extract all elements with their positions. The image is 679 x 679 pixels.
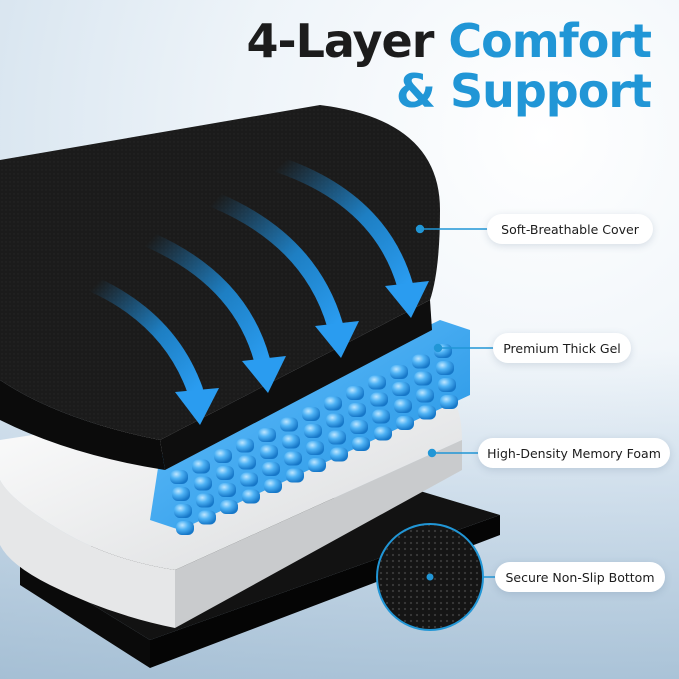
gel-cell — [372, 409, 390, 424]
gel-cell — [264, 479, 282, 493]
gel-cell — [414, 371, 432, 386]
gel-cell — [306, 441, 324, 455]
gel-cell — [348, 403, 366, 417]
label-soft-breathable-cover: Soft-Breathable Cover — [487, 214, 653, 244]
headline: 4-Layer Comfort & Support — [246, 14, 652, 118]
gel-cell — [396, 416, 414, 430]
gel-cell — [198, 510, 216, 525]
gel-cell — [418, 405, 436, 420]
gel-cell — [412, 354, 430, 369]
gel-cell — [286, 468, 304, 483]
pressure-arrows — [87, 157, 413, 398]
gel-cell — [196, 493, 214, 508]
gel-cell — [416, 388, 434, 403]
label-high-density-memory-foam: High-Density Memory Foam — [478, 438, 670, 468]
gel-cell — [238, 455, 256, 470]
gel-cells — [170, 344, 458, 535]
gel-cell — [172, 487, 190, 501]
gel-cell — [390, 365, 408, 379]
gel-cell — [368, 375, 386, 390]
gel-cell — [260, 445, 278, 459]
gel-cell — [436, 361, 454, 375]
gel-cell — [374, 426, 392, 441]
gel-cell — [194, 476, 212, 491]
gel-cell — [330, 447, 348, 462]
gel-cell — [240, 472, 258, 487]
gel-layer — [150, 320, 470, 535]
gel-cell — [392, 382, 410, 396]
non-slip-zoom-circle — [376, 523, 484, 631]
gel-cell — [282, 434, 300, 449]
gel-cell — [328, 430, 346, 445]
gel-cell — [192, 459, 210, 474]
gel-cell — [174, 504, 192, 518]
gel-cell — [242, 489, 260, 504]
label-premium-thick-gel: Premium Thick Gel — [493, 333, 631, 363]
gel-cell — [216, 466, 234, 480]
gel-cell — [284, 451, 302, 466]
gel-cell — [280, 417, 298, 432]
gel-cell — [326, 413, 344, 428]
gel-cell — [220, 500, 238, 514]
gel-cell — [170, 470, 188, 484]
headline-line-1: 4-Layer Comfort — [246, 14, 652, 68]
gel-cell — [176, 521, 194, 535]
gel-cell — [214, 449, 232, 463]
gel-cell — [370, 392, 388, 407]
gel-cell — [394, 399, 412, 413]
gel-cell — [302, 407, 320, 421]
gel-cell — [218, 483, 236, 497]
gel-cell — [324, 396, 342, 411]
gel-cell — [350, 420, 368, 434]
gel-cell — [440, 395, 458, 409]
arrow-heads — [175, 281, 429, 425]
label-secure-non-slip-bottom: Secure Non-Slip Bottom — [495, 562, 665, 592]
gel-cell — [304, 424, 322, 438]
gel-cell — [308, 458, 326, 472]
gel-cell — [352, 437, 370, 451]
gel-cell — [258, 428, 276, 442]
gel-cell — [236, 438, 254, 453]
gel-cell — [262, 462, 280, 476]
gel-cell — [346, 386, 364, 400]
gel-cell — [438, 378, 456, 392]
headline-line-2: & Support — [395, 64, 652, 118]
